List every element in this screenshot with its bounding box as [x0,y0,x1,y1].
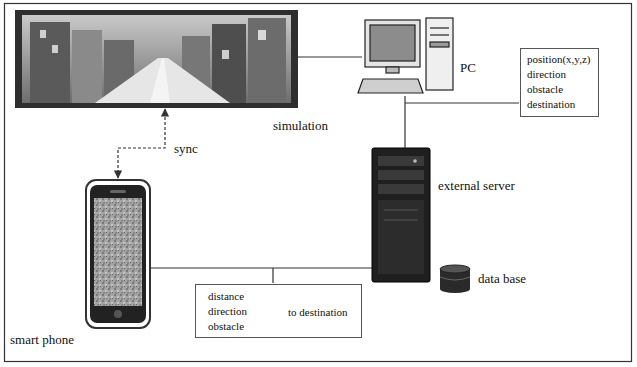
node-label: smart phone [10,332,74,347]
simulation-screen [15,10,298,108]
server-icon [372,148,430,282]
info-box: distance direction obstacle to destinatio… [195,284,362,338]
external-server: external server [372,148,430,282]
node-label: data base [478,271,526,286]
connector-line [298,56,362,57]
node-label: external server [438,178,515,193]
smart-phone: smart phone [86,180,150,328]
info-text: to destination [288,305,348,320]
pc: PC [362,18,454,96]
info-text: distance direction obstacle [208,289,247,334]
leader-line [405,102,519,103]
node-label: simulation [273,118,328,133]
smartphone-icon [86,180,150,328]
sync-arrow [118,109,165,178]
info-text: position(x,y,z) direction obstacle desti… [521,49,598,116]
connector-line [150,267,372,268]
connector-line [404,96,405,148]
outer-frame [5,4,632,362]
node-label: PC [460,60,476,75]
pc-icon [358,18,453,93]
simulation-screen: simulation [15,10,298,108]
leader-line [272,268,273,283]
database-cylinder [440,265,470,293]
database: data base [440,265,470,293]
info-box: position(x,y,z) direction obstacle desti… [520,48,599,117]
edge-label: sync [172,141,200,156]
